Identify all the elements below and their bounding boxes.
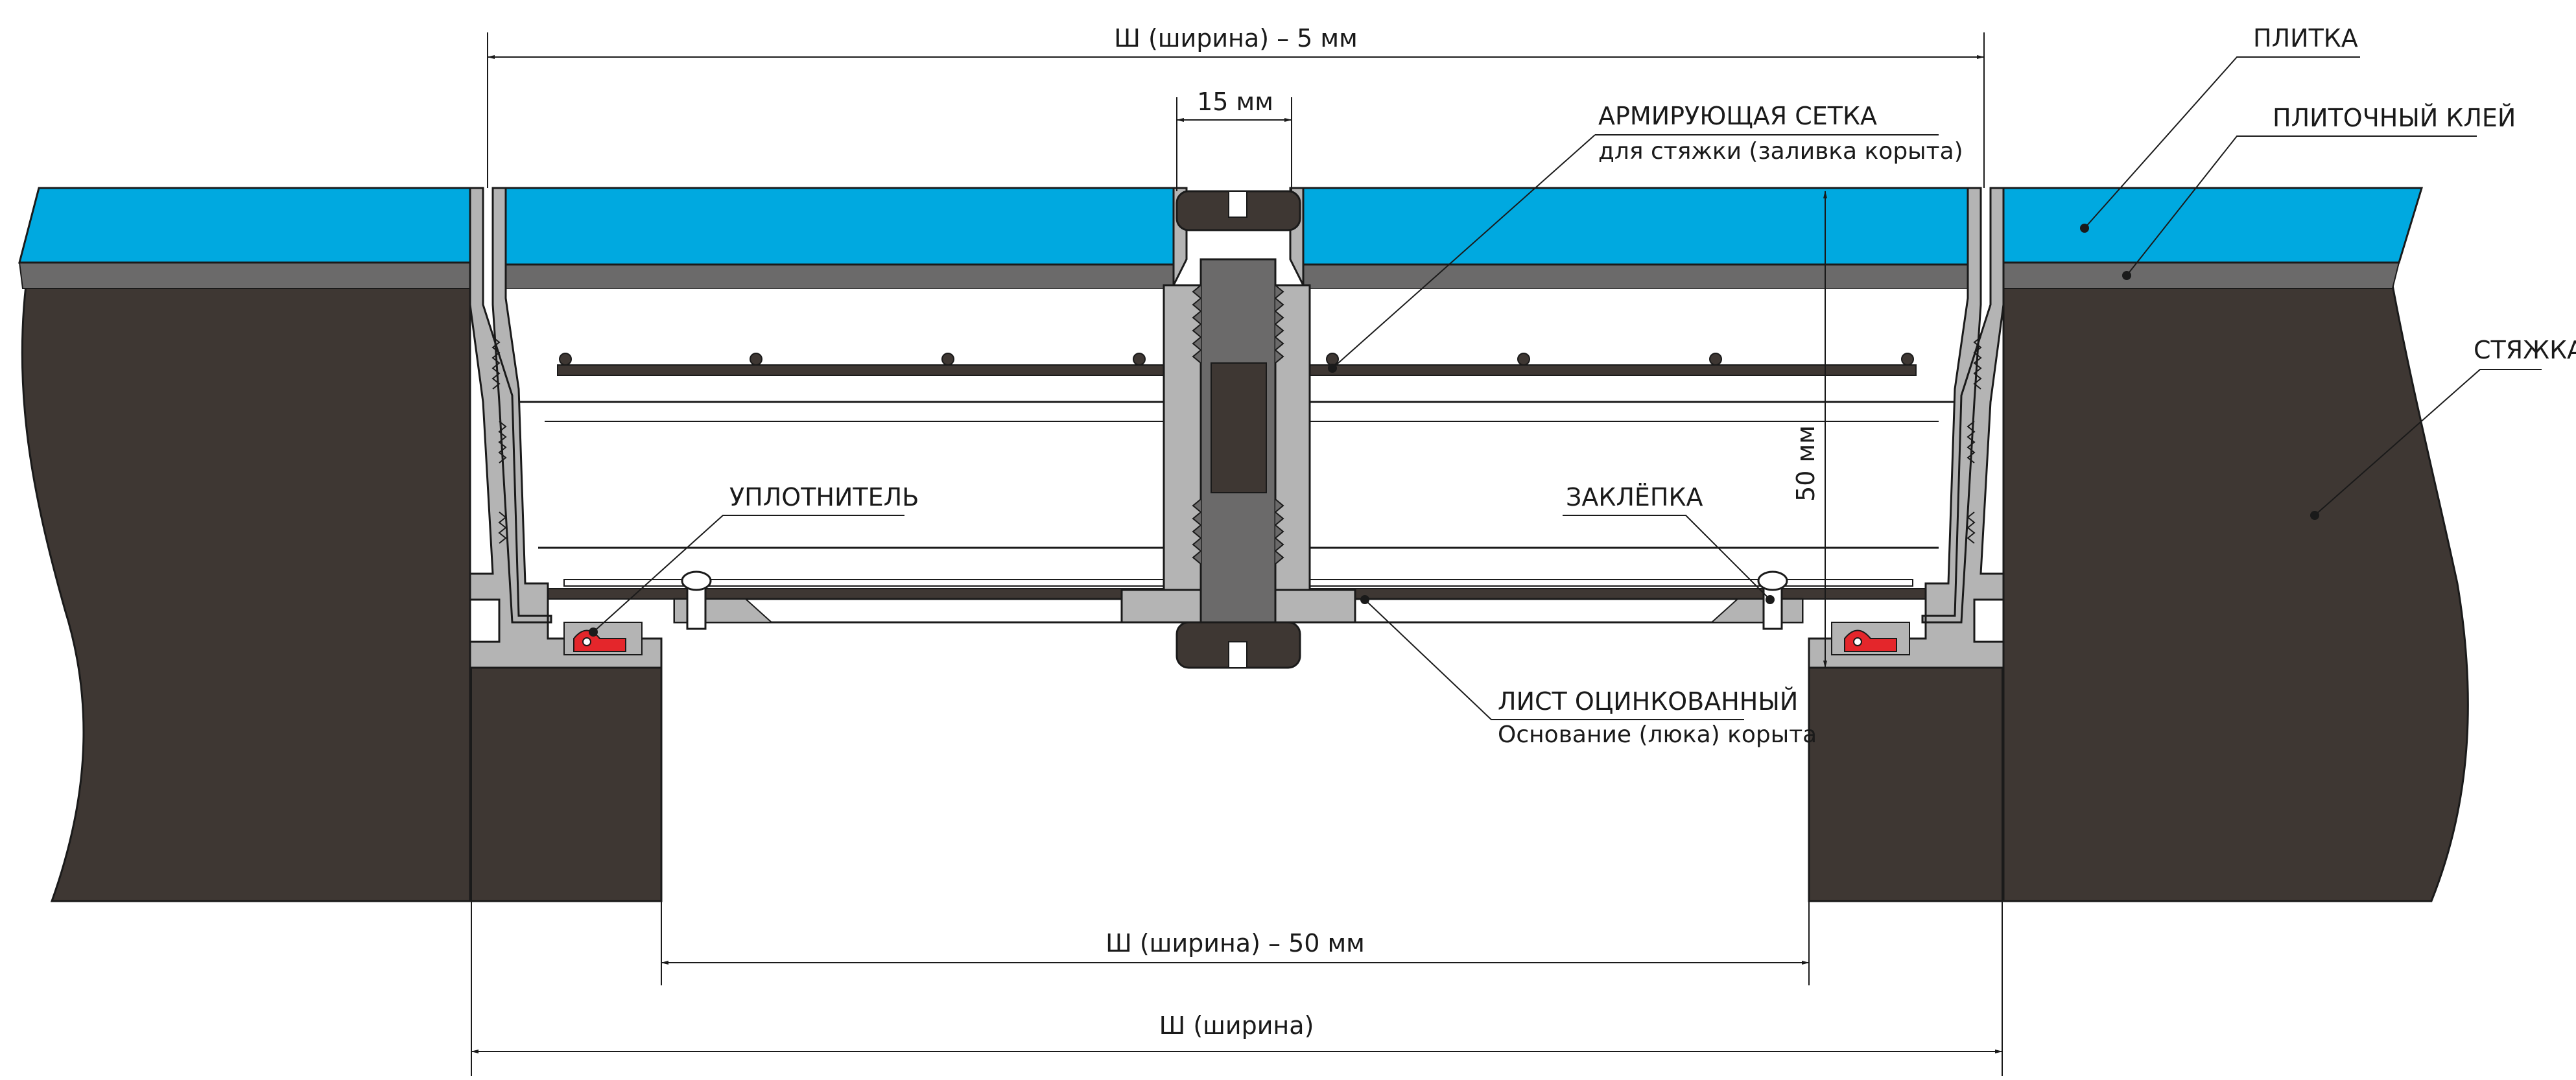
- screed-right: [2002, 284, 2469, 902]
- label-tile-adhesive: ПЛИТОЧНЫЙ КЛЕЙ: [2273, 104, 2516, 132]
- label-rivet: ЗАКЛЁПКА: [1566, 483, 1703, 511]
- dimension-inner-width: Ш (ширина) – 50 мм: [1105, 929, 1365, 957]
- screed-left: [21, 284, 471, 902]
- label-tile: ПЛИТКА: [2253, 24, 2358, 53]
- tray-fill-right: [1303, 289, 1971, 548]
- reinforcing-mesh-left: [557, 364, 1164, 376]
- label-mesh-sub: для стяжки (заливка корыта): [1598, 138, 1963, 165]
- tray-fill-left: [506, 289, 1174, 548]
- tile-left: [18, 187, 471, 264]
- galvanized-sheet-right: [1309, 588, 1930, 600]
- frame-profile-right: [1808, 187, 2005, 669]
- screed-step-left: [469, 666, 663, 902]
- label-sheet: ЛИСТ ОЦИНКОВАННЫЙ: [1498, 687, 1798, 716]
- tile-lid-left: [501, 187, 1175, 266]
- seal-right: [1831, 622, 1910, 655]
- rivet-left: [681, 570, 712, 630]
- screw-slot-top: [1228, 191, 1247, 218]
- sheet-rail-right: [1309, 579, 1913, 587]
- tile-lid-right: [1302, 187, 1972, 266]
- label-screed: СТЯЖКА: [2474, 336, 2576, 364]
- dimension-depth: 50 мм: [1791, 425, 1820, 502]
- screw-slot-bottom: [1228, 641, 1247, 668]
- label-seal: УПЛОТНИТЕЛЬ: [729, 483, 919, 511]
- label-sheet-sub: Основание (люка) корыта: [1498, 722, 1817, 748]
- dimension-lines: [471, 32, 2003, 1076]
- galvanized-sheet-left: [544, 588, 1164, 600]
- seal-left: [563, 622, 643, 655]
- tile-adhesive-lid-left: [502, 264, 1174, 290]
- frame-thread-left: [491, 336, 507, 544]
- dimension-total-width: Ш (ширина): [1159, 1011, 1314, 1040]
- screw-thread: [1192, 285, 1284, 565]
- label-mesh: АРМИРУЮЩАЯ СЕТКА: [1598, 102, 1877, 130]
- screw-core: [1211, 362, 1267, 493]
- dimension-top-width: Ш (ширина) – 5 мм: [1114, 24, 1358, 53]
- tile-adhesive-right: [2003, 262, 2400, 289]
- screed-step-right: [1808, 666, 2005, 902]
- mesh-rods: [559, 353, 1914, 366]
- leader-dots: [589, 224, 2319, 637]
- tile-right: [2002, 187, 2424, 264]
- tile-adhesive-lid-right: [1303, 264, 1972, 290]
- frame-thread-right: [1967, 336, 1982, 544]
- sheet-rail-left: [563, 579, 1164, 587]
- leader-lines: [593, 56, 2542, 720]
- frame-profile-left: [469, 187, 663, 669]
- tile-adhesive-left: [18, 262, 471, 289]
- dimension-gap: 15 мм: [1197, 88, 1273, 116]
- rivet-right: [1757, 570, 1788, 630]
